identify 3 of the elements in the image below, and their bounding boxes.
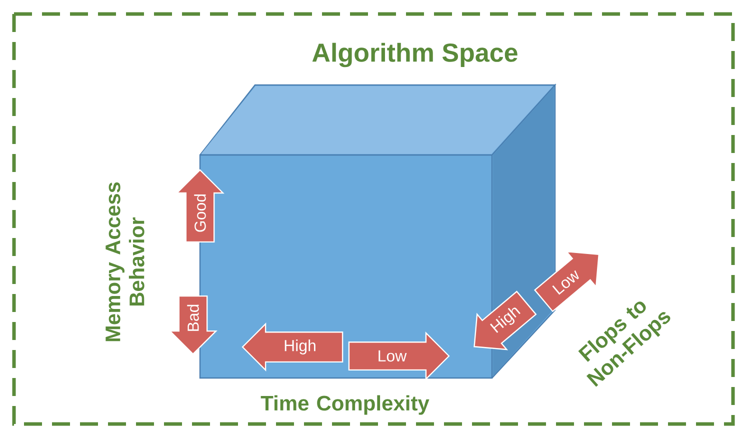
title: Algorithm Space: [312, 42, 518, 68]
axis-title: Time Complexity: [260, 395, 430, 415]
axis-title: Memory Access Behavior: [106, 182, 144, 342]
